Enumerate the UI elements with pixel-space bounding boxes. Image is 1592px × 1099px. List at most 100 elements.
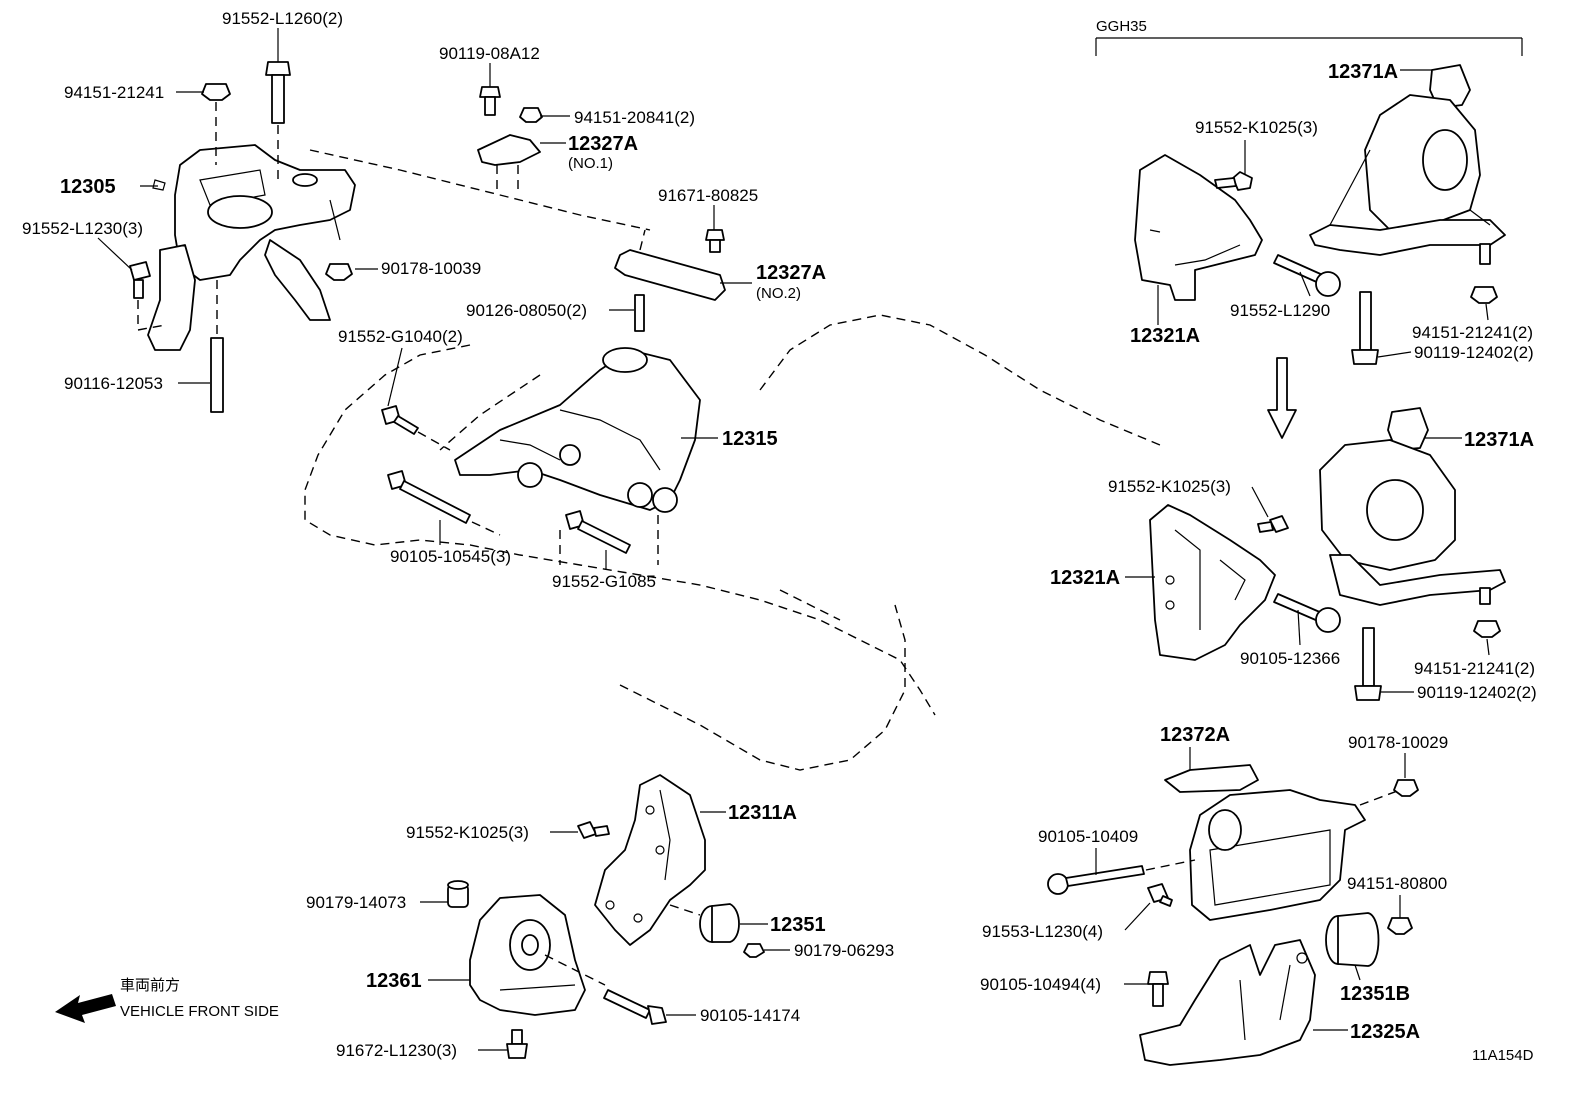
bolt-91671-80825 — [705, 229, 725, 253]
label-12351B: 12351B — [1340, 983, 1410, 1005]
mount-12371A-top — [1309, 64, 1506, 265]
label-12351: 12351 — [770, 914, 826, 936]
nut-94151-21241-mid-right — [1473, 620, 1501, 638]
label-91552-K1025-a: 91552-K1025(3) — [1195, 118, 1318, 137]
label-90119-12402-a: 90119-12402(2) — [1414, 343, 1534, 362]
label-12305: 12305 — [60, 176, 116, 198]
label-94151-20841: 94151-20841(2) — [574, 108, 695, 127]
bolt-90105-10494 — [1147, 971, 1169, 1007]
label-90178-10039: 90178-10039 — [381, 259, 481, 278]
label-91671-80825: 91671-80825 — [658, 186, 758, 205]
label-12315: 12315 — [722, 428, 778, 450]
nut-94151-20841 — [519, 107, 543, 123]
label-94151-21241-c: 94151-21241(2) — [1414, 659, 1535, 678]
change-arrow — [1267, 357, 1297, 439]
label-91552-K1025-c: 91552-K1025(3) — [406, 823, 529, 842]
label-94151-80800: 94151-80800 — [1347, 874, 1447, 893]
label-90119-08A12: 90119-08A12 — [439, 44, 540, 63]
label-91672-L1230: 91672-L1230(3) — [336, 1041, 457, 1060]
label-12361: 12361 — [366, 970, 422, 992]
vehicle-front-arrow-icon — [55, 994, 116, 1023]
label-91553-L1230: 91553-L1230(4) — [982, 922, 1103, 941]
bolt-91552-L1290 — [1273, 254, 1341, 297]
label-12371A-b: 12371A — [1464, 429, 1534, 451]
bolt-90119-08A12 — [479, 86, 501, 116]
bolt-90105-10409 — [1047, 859, 1196, 895]
label-90105-14174: 90105-14174 — [700, 1006, 800, 1025]
label-front-en: VEHICLE FRONT SIDE — [120, 1003, 279, 1020]
bracket-12327A-no1 — [309, 134, 651, 231]
label-91552-L1230: 91552-L1230(3) — [22, 219, 143, 238]
label-ref-code: 11A154D — [1472, 1047, 1534, 1064]
label-91552-K1025-b: 91552-K1025(3) — [1108, 477, 1231, 496]
nut-90179-14073 — [447, 880, 469, 908]
bracket-12311A — [594, 774, 706, 946]
labels: 91552-L1260(2) 94151-21241 12305 91552-L… — [22, 9, 1537, 1064]
mount-12372A — [1164, 764, 1401, 921]
bracket-12321A-top — [1134, 154, 1263, 301]
label-90105-10409: 90105-10409 — [1038, 827, 1138, 846]
label-front-jp: 車両前方 — [120, 977, 180, 994]
bushing-12351 — [669, 903, 740, 943]
mount-12371A-bottom — [1319, 407, 1506, 606]
label-no2: (NO.2) — [756, 285, 801, 302]
bolt-90105-10545 — [387, 470, 501, 536]
bolt-90119-12402-top — [1351, 291, 1379, 365]
nut-94151-80800 — [1387, 917, 1413, 935]
label-12311A: 12311A — [728, 802, 797, 824]
bracket-12321A-bottom — [1149, 504, 1276, 661]
stud-90126-08050 — [634, 294, 645, 332]
bolt-91552-G1085 — [559, 510, 659, 565]
label-12327A-no1: 12327A — [568, 133, 638, 155]
label-91552-G1085: 91552-G1085 — [552, 572, 656, 591]
bracket-12327A-no2 — [614, 229, 726, 301]
stopper-12351B — [1325, 912, 1380, 967]
label-91552-L1260: 91552-L1260(2) — [222, 9, 343, 28]
label-12372A: 12372A — [1160, 724, 1230, 746]
label-12327A-no2: 12327A — [756, 262, 826, 284]
mount-12305 — [140, 144, 356, 351]
nut-90178-10029 — [1393, 779, 1419, 797]
label-91552-L1290: 91552-L1290 — [1230, 301, 1330, 320]
bolt-91552-L1230 — [129, 261, 166, 331]
bolt-91552-K1025-mid — [1257, 515, 1289, 533]
bolt-90105-12366 — [1273, 593, 1341, 633]
bracket-12315 — [439, 347, 701, 513]
label-12371A-a: 12371A — [1328, 61, 1398, 83]
label-ggh35: GGH35 — [1096, 18, 1147, 35]
stud-90116-12053 — [210, 280, 224, 413]
bolt-91552-K1025-top — [1214, 171, 1253, 191]
bracket-12325A — [1139, 939, 1316, 1066]
nut-90179-06293 — [743, 943, 765, 958]
bolt-91552-K1025-bottom — [577, 821, 610, 839]
label-90179-06293: 90179-06293 — [794, 941, 894, 960]
bolt-91552-L1260 — [265, 61, 291, 180]
label-90116-12053: 90116-12053 — [64, 374, 163, 393]
label-12321A-b: 12321A — [1050, 567, 1120, 589]
ggh35-bracket — [1095, 37, 1523, 56]
bolt-91552-G1040 — [381, 405, 451, 451]
bolt-91672-L1230 — [506, 1029, 528, 1059]
label-90119-12402-b: 90119-12402(2) — [1417, 683, 1537, 702]
label-90126-08050: 90126-08050(2) — [466, 301, 587, 320]
leader-lines — [97, 28, 1490, 1051]
mount-12361 — [469, 894, 606, 1016]
bolt-90105-14174 — [603, 989, 667, 1025]
nut-94151-21241-top-right — [1470, 286, 1498, 304]
label-90178-10029: 90178-10029 — [1348, 733, 1448, 752]
label-94151-21241-b: 94151-21241(2) — [1412, 323, 1533, 342]
nut-90178-10039 — [325, 263, 353, 281]
label-90105-12366: 90105-12366 — [1240, 649, 1340, 668]
label-94151-21241-a: 94151-21241 — [64, 83, 164, 102]
bolt-90119-12402-bottom — [1354, 627, 1382, 701]
label-90105-10545: 90105-10545(3) — [390, 547, 511, 566]
nut-94151-21241-top — [201, 83, 231, 165]
label-91552-G1040: 91552-G1040(2) — [338, 327, 463, 346]
label-90179-14073: 90179-14073 — [306, 893, 406, 912]
bolt-91553-L1230 — [1147, 883, 1173, 907]
engine-outline — [304, 314, 1161, 771]
label-90105-10494: 90105-10494(4) — [980, 975, 1101, 994]
label-12321A-a: 12321A — [1130, 325, 1200, 347]
label-no1: (NO.1) — [568, 155, 613, 172]
